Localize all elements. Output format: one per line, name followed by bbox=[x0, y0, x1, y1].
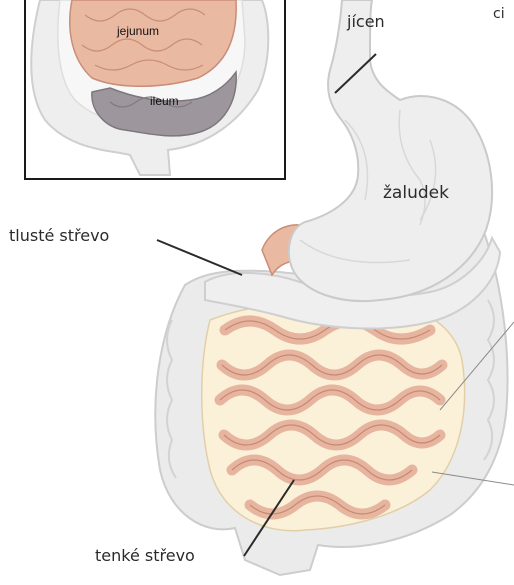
label-tenke-strevo: tenké střevo bbox=[95, 546, 195, 565]
label-cut-off-right: ci bbox=[493, 6, 505, 22]
label-jicen: jícen bbox=[347, 12, 385, 31]
label-ileum: ileum bbox=[150, 94, 179, 108]
label-jejunum: jejunum bbox=[117, 24, 159, 38]
stomach bbox=[289, 0, 492, 301]
label-zaludek: žaludek bbox=[383, 183, 449, 203]
leader-tluste-strevo bbox=[157, 240, 242, 275]
label-tluste-strevo: tlusté střevo bbox=[9, 226, 109, 245]
